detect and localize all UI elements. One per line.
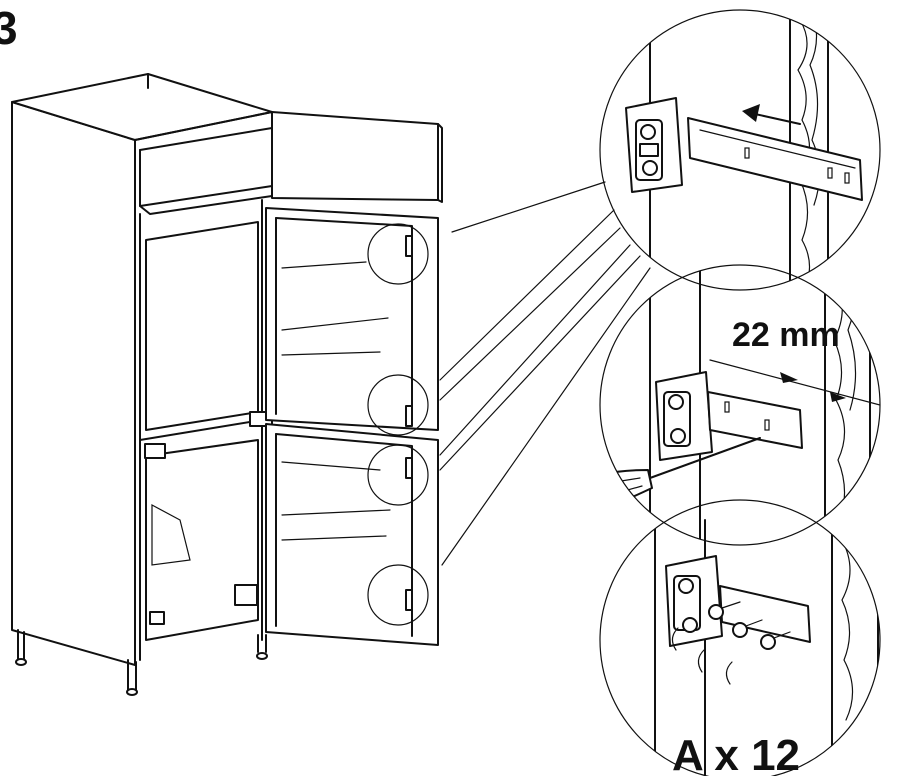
detail-circle-2 bbox=[367, 374, 429, 436]
tall-cabinet bbox=[11, 73, 273, 696]
quantity-label: A x 12 bbox=[672, 731, 800, 776]
upper-furniture-door bbox=[265, 207, 439, 431]
detail-circle-4 bbox=[367, 564, 429, 626]
detail-screw-adjust bbox=[599, 264, 881, 546]
top-flap-door bbox=[271, 111, 443, 203]
detail-circle-3 bbox=[367, 444, 429, 506]
lower-furniture-door bbox=[265, 423, 439, 646]
step-number: 3 bbox=[0, 2, 18, 54]
detail-circle-1 bbox=[367, 223, 429, 285]
detail-bracket-slide bbox=[599, 9, 881, 291]
dimension-label: 22 mm bbox=[732, 316, 840, 354]
leader-lines bbox=[439, 181, 651, 566]
